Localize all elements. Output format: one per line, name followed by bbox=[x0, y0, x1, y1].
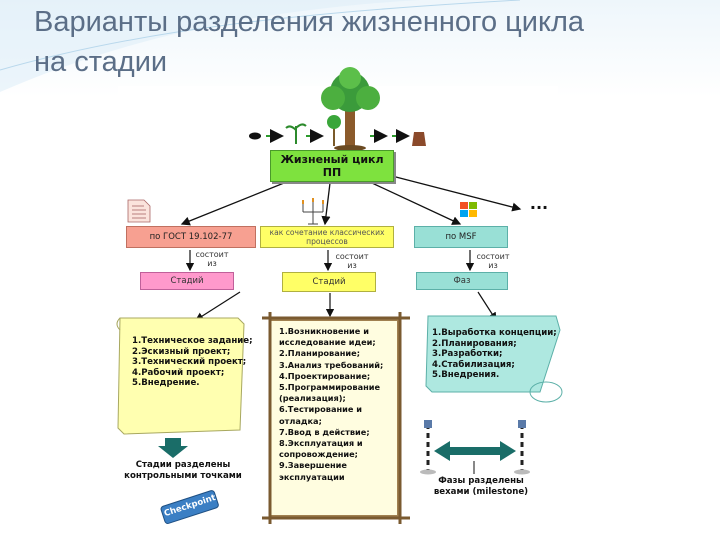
more-ellipsis: ... bbox=[529, 194, 549, 213]
process-stage-item: 9.Завершение bbox=[279, 460, 347, 471]
msf-consists-label: состоит из bbox=[476, 252, 510, 270]
msf-note-line-1: Фазы разделены bbox=[438, 476, 524, 486]
msf-phase-item: 1.Выработка концепции; bbox=[432, 328, 557, 338]
msf-note: Фазы разделены вехами (milestone) bbox=[426, 476, 536, 498]
gost-note-line-1: Стадии разделены bbox=[135, 460, 231, 470]
process-node: как сочетание классических процессов bbox=[260, 226, 394, 248]
process-stage-item: 3.Анализ требований; bbox=[279, 359, 384, 370]
process-stage-item: 8.Эксплуатация и bbox=[279, 438, 363, 449]
root-line-1: Жизненый цикл bbox=[280, 153, 384, 166]
process-stage-item: 1.Возникновение и bbox=[279, 326, 369, 336]
root-node: Жизненый цикл ПП bbox=[270, 150, 394, 182]
milestone-left-icon bbox=[420, 420, 436, 475]
msf-scroll bbox=[425, 315, 563, 403]
gost-node: по ГОСТ 19.102-77 bbox=[126, 226, 256, 248]
gost-stage-item: 5.Внедрение. bbox=[132, 378, 200, 389]
candelabra-icon bbox=[302, 198, 324, 225]
process-stage-item: исследование идеи; bbox=[279, 337, 376, 348]
msf-phase-item: 4.Стабилизация; bbox=[432, 359, 515, 370]
process-stage-item: 2.Планирование; bbox=[279, 348, 360, 359]
header-decoration bbox=[0, 0, 521, 92]
document-icon bbox=[127, 199, 151, 223]
slide-title: Варианты разделения жизненного цикла на … bbox=[34, 2, 694, 82]
gost-consists-label: состоит из bbox=[195, 250, 229, 268]
seed-icon bbox=[249, 132, 261, 140]
gost-stage-list: 1.Техническое задание; 2.Эскизный проект… bbox=[132, 336, 253, 389]
msf-note-line-2: вехами (milestone) bbox=[433, 487, 529, 497]
checkpoint-badge-icon bbox=[160, 490, 219, 524]
process-unit-node: Стадий bbox=[282, 272, 376, 292]
msf-phase-list: 1.Выработка концепции; 2.Планирования; 3… bbox=[432, 328, 557, 381]
process-stage-item: сопровождение; bbox=[279, 449, 358, 460]
down-arrow-icon bbox=[158, 438, 188, 458]
msf-phase-item: 3.Разработки; bbox=[432, 349, 503, 360]
process-stage-item: (реализация); bbox=[279, 393, 346, 404]
process-stage-item: 5.Программирование bbox=[279, 382, 381, 393]
process-stage-list: 1.Возникновение и исследование идеи; 2.П… bbox=[279, 326, 383, 483]
title-line-1: Варианты разделения жизненного цикла bbox=[34, 6, 585, 38]
stump-icon bbox=[412, 132, 426, 146]
msf-phase-item: 2.Планирования; bbox=[432, 338, 517, 349]
title-line-2: на стадии bbox=[34, 46, 168, 78]
milestone-right-icon bbox=[514, 420, 530, 475]
gost-note: Стадии разделены контрольными точками bbox=[118, 460, 248, 482]
gost-stage-item: 4.Рабочий проект; bbox=[132, 367, 225, 378]
gost-unit-node: Стадий bbox=[140, 272, 234, 290]
windows-logo-icon bbox=[460, 202, 477, 217]
sprout-icon bbox=[285, 123, 307, 144]
process-stage-item: 6.Тестирование и bbox=[279, 404, 363, 415]
root-line-2: ПП bbox=[322, 166, 342, 179]
process-frame bbox=[262, 312, 410, 524]
process-stage-item: эксплуатации bbox=[279, 471, 345, 482]
gost-stage-item: 2.Эскизный проект; bbox=[132, 346, 231, 357]
process-stage-item: 7.Ввод в действие; bbox=[279, 426, 370, 437]
tree-icon bbox=[321, 67, 380, 151]
process-stage-item: отладка; bbox=[279, 415, 322, 426]
msf-phase-item: 5.Внедрения. bbox=[432, 370, 500, 381]
gost-note-line-2: контрольными точками bbox=[124, 471, 242, 481]
gost-stage-item: 1.Техническое задание; bbox=[132, 336, 253, 346]
gost-scroll bbox=[116, 317, 245, 435]
gost-stage-item: 3.Технический проект; bbox=[132, 357, 247, 368]
msf-unit-node: Фаз bbox=[416, 272, 508, 290]
double-arrow-icon bbox=[434, 441, 516, 461]
process-consists-label: состоит из bbox=[335, 252, 369, 270]
process-stage-item: 4.Проектирование; bbox=[279, 370, 371, 381]
msf-node: по MSF bbox=[414, 226, 508, 248]
